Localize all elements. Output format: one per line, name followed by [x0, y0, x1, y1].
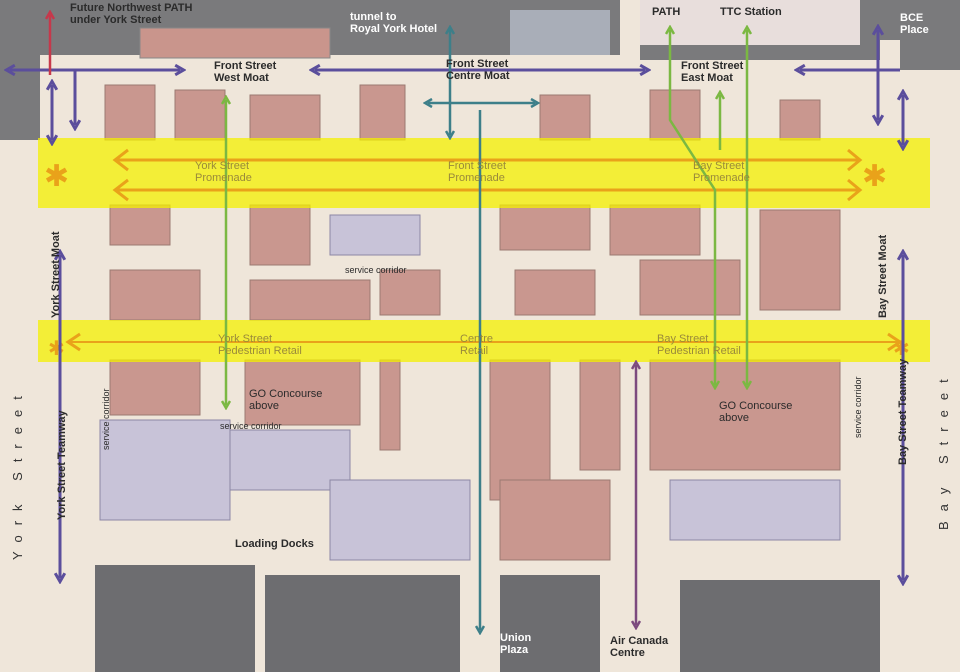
service-areas [99, 214, 841, 561]
label-bay-moat: Bay Street Moat [877, 234, 889, 318]
platform-area [500, 575, 600, 672]
star-icon: ✱ [44, 160, 69, 193]
purple-arrows [10, 30, 903, 580]
label-loading-docks: Loading Docks [235, 538, 314, 550]
label-service-corridor: service corridor [853, 376, 863, 438]
star-icon: ✱ [48, 338, 65, 360]
label-service-corridor: service corridor [220, 421, 282, 431]
label-service-corridor: service corridor [101, 388, 111, 450]
label-york-moat: York Street Moat [50, 231, 62, 318]
retail-blocks [104, 84, 841, 561]
platform-area [95, 565, 255, 672]
arrow [670, 30, 715, 385]
building-block [139, 27, 331, 59]
label-bay-teamway: Bay Street Teamway [897, 358, 909, 465]
platform-area [265, 575, 460, 672]
star-icon: ✱ [862, 160, 887, 193]
platform-area [680, 580, 880, 672]
label-york-teamway: York Street Teamway [56, 410, 68, 520]
label-path: PATH [652, 6, 681, 18]
teal-arrows [428, 30, 535, 630]
label-york-street: York Street [10, 386, 25, 560]
label-service-corridor: service corridor [345, 265, 407, 275]
star-icon: ✱ [893, 338, 910, 360]
promenade-band [38, 138, 930, 208]
label-ttc-station: TTC Station [720, 6, 782, 18]
green-arrows [226, 30, 747, 405]
label-bay-street: Bay Street [936, 369, 951, 530]
building-block [510, 10, 610, 55]
